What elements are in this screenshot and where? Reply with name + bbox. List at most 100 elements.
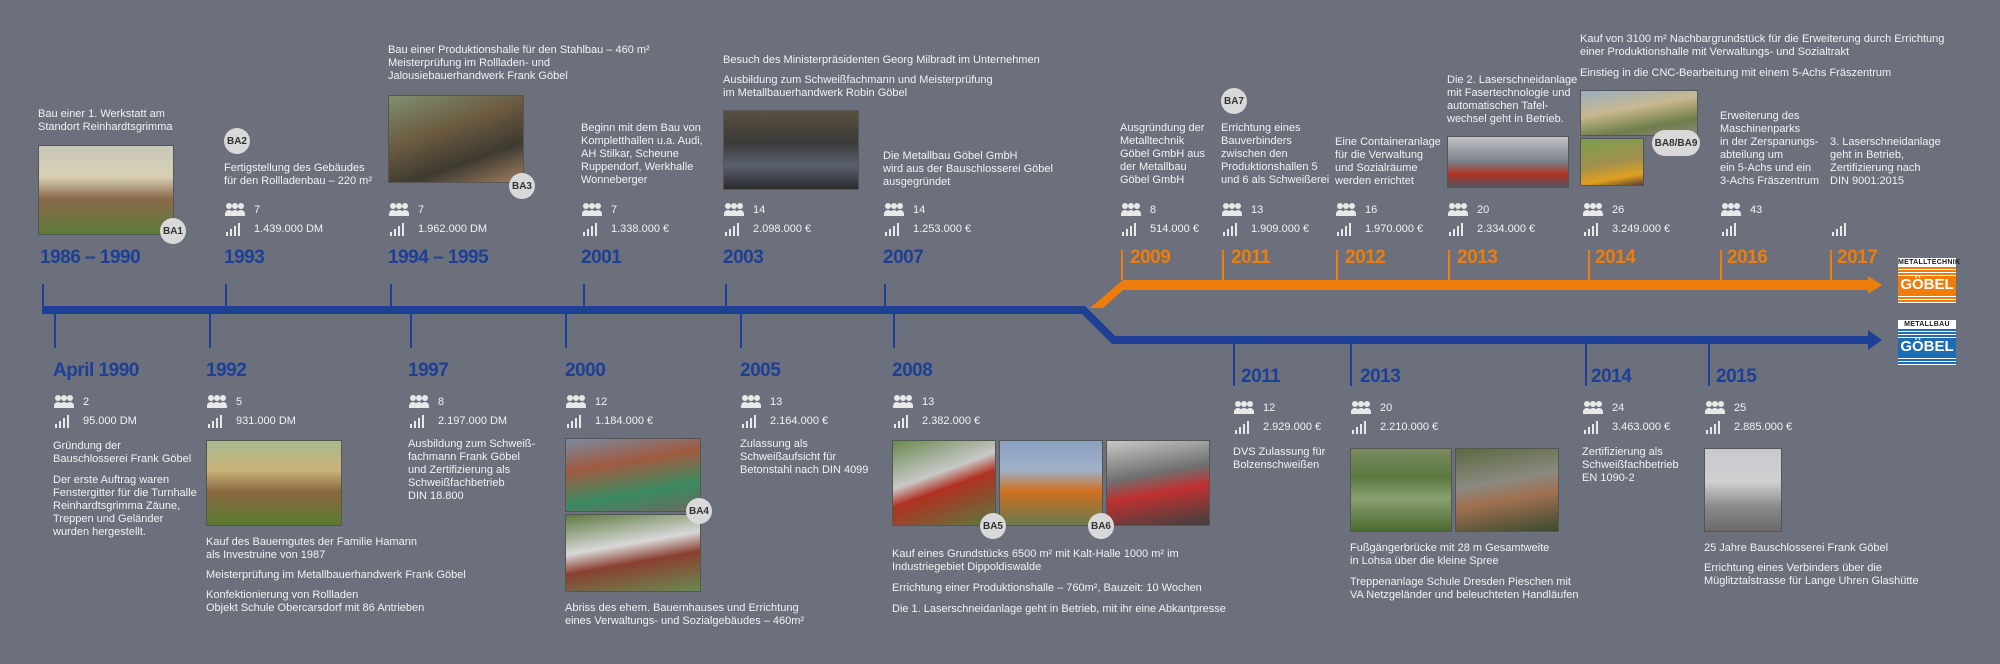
revenue: 1.970.000 € bbox=[1365, 222, 1424, 235]
revenue-chart-icon bbox=[1447, 222, 1467, 236]
tick bbox=[583, 284, 585, 306]
logo-caption: METALLTECHNIK bbox=[1898, 258, 1961, 267]
revenue-chart-icon bbox=[1720, 222, 1740, 236]
blue-timeline-bar bbox=[42, 306, 1870, 344]
revenue: 514.000 € bbox=[1150, 222, 1199, 235]
entry-text: Erweiterung des Maschinenparks in der Ze… bbox=[1720, 110, 1820, 187]
stats-block: 7 1.338.000 € bbox=[581, 200, 669, 238]
logo-stripes bbox=[1898, 356, 1956, 365]
year-label: 2012 bbox=[1345, 247, 1386, 268]
logo-caption: METALLBAU bbox=[1898, 320, 1956, 329]
tick bbox=[1830, 250, 1832, 280]
logo-stripes bbox=[1898, 267, 1956, 276]
revenue: 1.439.000 DM bbox=[254, 222, 324, 235]
revenue-chart-icon bbox=[1350, 420, 1370, 434]
blue-arrow-head bbox=[1868, 330, 1882, 350]
year-label: 1994 – 1995 bbox=[388, 247, 489, 268]
metallbau-logo: METALLBAU GÖBEL bbox=[1898, 320, 1956, 365]
people-icon bbox=[388, 202, 409, 217]
people-icon bbox=[1233, 400, 1254, 415]
stats-block: 8 514.000 € bbox=[1120, 200, 1199, 238]
people-icon bbox=[1582, 202, 1603, 217]
entry-text: Treppenanlage Schule Dresden Pieschen mi… bbox=[1350, 576, 1579, 601]
badge: BA3 bbox=[509, 173, 535, 199]
employee-count: 7 bbox=[254, 203, 261, 216]
stats-block bbox=[1830, 219, 1860, 238]
employee-count: 20 bbox=[1380, 401, 1393, 414]
revenue: 1.184.000 € bbox=[595, 414, 654, 427]
revenue: 3.249.000 € bbox=[1612, 222, 1671, 235]
logo-name: GÖBEL bbox=[1898, 276, 1956, 294]
stats-block: 20 2.334.000 € bbox=[1447, 200, 1535, 238]
people-icon bbox=[740, 394, 761, 409]
revenue: 1.909.000 € bbox=[1251, 222, 1310, 235]
badge: BA5 bbox=[980, 513, 1006, 539]
tick bbox=[565, 314, 567, 348]
revenue-chart-icon bbox=[224, 222, 244, 236]
photo-aerial-site bbox=[892, 440, 996, 526]
tick bbox=[1222, 250, 1224, 280]
revenue-chart-icon bbox=[206, 414, 226, 428]
stats-block: 13 2.382.000 € bbox=[892, 392, 980, 430]
photo-demolition bbox=[565, 438, 701, 512]
entry-text: Gründung der Bauschlosserei Frank Göbel bbox=[53, 440, 192, 465]
photo-production-hall bbox=[388, 95, 524, 183]
people-icon bbox=[565, 394, 586, 409]
entry-text: Ausbildung zum Schweiß- fachmann Frank G… bbox=[408, 438, 536, 502]
photo-minister-visit bbox=[723, 110, 859, 190]
year-label: 2015 bbox=[1716, 366, 1757, 387]
stats-block: 14 2.098.000 € bbox=[723, 200, 811, 238]
stats-block: 12 2.929.000 € bbox=[1233, 398, 1321, 436]
revenue-chart-icon bbox=[1233, 420, 1253, 434]
employee-count: 43 bbox=[1750, 203, 1763, 216]
year-label: 2003 bbox=[723, 247, 764, 268]
entry-text: DVS Zulassung für Bolzenschweißen bbox=[1233, 446, 1326, 471]
employee-count: 7 bbox=[418, 203, 425, 216]
photo-building-site bbox=[1580, 90, 1698, 136]
tick bbox=[42, 284, 44, 306]
stats-block: 12 1.184.000 € bbox=[565, 392, 653, 430]
year-label: 2016 bbox=[1727, 247, 1768, 268]
badge: BA8/BA9 bbox=[1652, 130, 1700, 156]
revenue: 1.253.000 € bbox=[913, 222, 972, 235]
stats-block: 8 2.197.000 DM bbox=[408, 392, 507, 430]
year-label: April 1990 bbox=[53, 360, 139, 381]
employee-count: 24 bbox=[1612, 401, 1625, 414]
logo-stripes bbox=[1898, 294, 1956, 303]
year-label: 1993 bbox=[224, 247, 265, 268]
entry-text: Zertifizierung als Schweißfachbetrieb EN… bbox=[1582, 446, 1679, 484]
entry-text: Errichtung einer Produktionshalle – 760m… bbox=[892, 582, 1202, 594]
stats-block: 26 3.249.000 € bbox=[1582, 200, 1670, 238]
year-label: 2011 bbox=[1241, 366, 1281, 387]
revenue: 931.000 DM bbox=[236, 414, 296, 427]
year-label: 1986 – 1990 bbox=[40, 247, 141, 268]
photo-footbridge bbox=[1350, 448, 1452, 532]
people-icon bbox=[206, 394, 227, 409]
people-icon bbox=[883, 202, 904, 217]
revenue-chart-icon bbox=[388, 222, 408, 236]
employee-count: 5 bbox=[236, 395, 243, 408]
badge: BA7 bbox=[1221, 88, 1247, 114]
revenue-chart-icon bbox=[892, 414, 912, 428]
tick bbox=[1708, 344, 1710, 386]
entry-text: Bau einer 1. Werkstatt am Standort Reinh… bbox=[38, 108, 173, 133]
photo-farmhouse bbox=[206, 440, 342, 526]
metalltechnik-logo: METALLTECHNIK GÖBEL bbox=[1898, 258, 1961, 303]
people-icon bbox=[581, 202, 602, 217]
tick bbox=[54, 314, 56, 348]
badge: BA4 bbox=[686, 498, 712, 524]
revenue-chart-icon bbox=[581, 222, 601, 236]
tick bbox=[1448, 250, 1450, 280]
year-label: 2013 bbox=[1360, 366, 1401, 387]
photo-excavator bbox=[1580, 138, 1644, 186]
revenue: 2.098.000 € bbox=[753, 222, 812, 235]
year-label: 2014 bbox=[1591, 366, 1632, 387]
entry-text: 3. Laserschneidanlage geht in Betrieb, Z… bbox=[1830, 136, 1941, 187]
entry-text: Bau einer Produktionshalle für den Stahl… bbox=[388, 44, 650, 82]
entry-text: Kauf des Bauerngutes der Familie Hamann … bbox=[206, 536, 417, 561]
stats-block: 13 1.909.000 € bbox=[1221, 200, 1309, 238]
year-label: 1992 bbox=[206, 360, 247, 381]
entry-text: Konfektionierung von Rollladen Objekt Sc… bbox=[206, 589, 425, 614]
entry-text: Besuch des Ministerpräsidenten Georg Mil… bbox=[723, 54, 1040, 66]
